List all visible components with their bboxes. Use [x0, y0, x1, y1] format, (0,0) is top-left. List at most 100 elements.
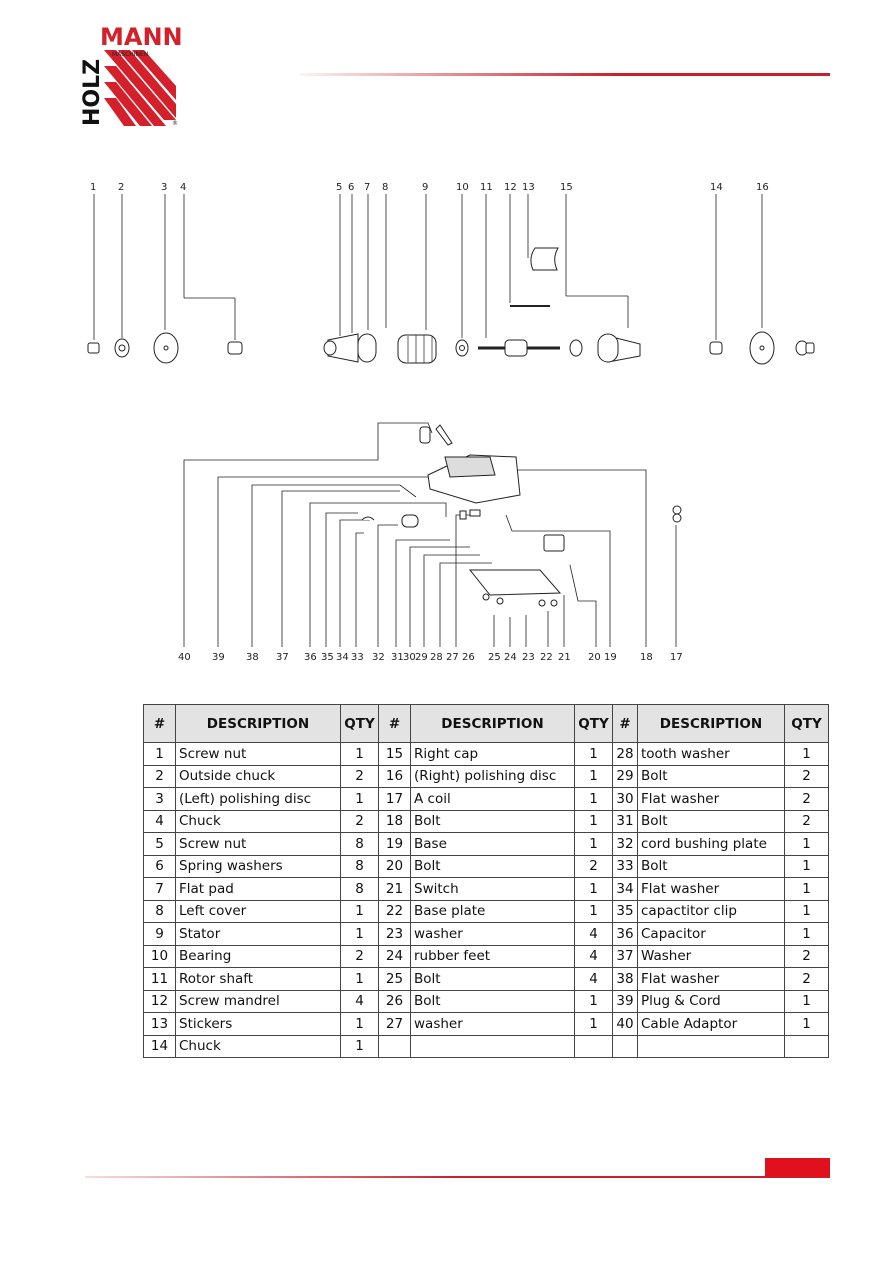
part-number: 7	[143, 877, 176, 901]
part-description: Flat washer	[637, 877, 785, 901]
bottom-diagram-callouts: 40 39 38 37 36 35 34 33 32 31 30 29 28 2…	[178, 652, 683, 663]
part-quantity: 1	[784, 854, 829, 878]
part-description: washer	[410, 1012, 575, 1036]
part-description: Flat washer	[637, 787, 785, 811]
callout-label: 20	[588, 652, 601, 663]
parts-list-table: # DESCRIPTION QTY # DESCRIPTION QTY # DE…	[143, 704, 829, 1058]
part-description: Washer	[637, 944, 785, 968]
callout-label: 7	[364, 182, 370, 193]
part-number: 40	[612, 1012, 638, 1036]
part-number: 38	[612, 967, 638, 991]
callout-label: 6	[348, 182, 354, 193]
part-number: 1	[143, 742, 176, 766]
part-quantity: 1	[574, 742, 613, 766]
callout-label: 11	[480, 182, 493, 193]
part-description: rubber feet	[410, 944, 575, 968]
footer-rule	[85, 1176, 830, 1178]
part-description: Screw mandrel	[175, 989, 341, 1013]
part-quantity: 1	[340, 922, 379, 946]
part-number: 27	[378, 1012, 411, 1036]
part-description: Outside chuck	[175, 764, 341, 788]
part-description: Rotor shaft	[175, 967, 341, 991]
part-quantity: 2	[784, 764, 829, 788]
part-description: Stator	[175, 922, 341, 946]
callout-label: 37	[276, 652, 289, 663]
part-number: 8	[143, 899, 176, 923]
part-quantity: 1	[574, 832, 613, 856]
part-quantity: 2	[784, 809, 829, 833]
part-quantity: 2	[340, 944, 379, 968]
callout-label: 2	[118, 182, 124, 193]
logo-mann-text: MANN	[100, 23, 182, 51]
callout-label: 40	[178, 652, 191, 663]
callout-label: 15	[560, 182, 573, 193]
exploded-diagram-motor: 1 2 3 4 5 6 7 8 9 10 11 12 13 15 14 16	[87, 182, 815, 365]
part-quantity: 8	[340, 832, 379, 856]
part-description: Base	[410, 832, 575, 856]
header-description: DESCRIPTION	[175, 704, 341, 743]
part-quantity: 8	[340, 877, 379, 901]
part-number: 3	[143, 787, 176, 811]
part-quantity: 2	[784, 967, 829, 991]
part-number: 15	[378, 742, 411, 766]
part-number: 19	[378, 832, 411, 856]
callout-label: 25	[488, 652, 501, 663]
part-description: Right cap	[410, 742, 575, 766]
part-number	[612, 1034, 638, 1058]
part-quantity: 2	[784, 787, 829, 811]
part-quantity: 2	[340, 809, 379, 833]
part-quantity: 4	[574, 967, 613, 991]
part-quantity: 4	[574, 944, 613, 968]
part-description: (Right) polishing disc	[410, 764, 575, 788]
part-number: 14	[143, 1034, 176, 1058]
part-description: Plug & Cord	[637, 989, 785, 1013]
callout-label: 35	[321, 652, 334, 663]
part-description: Bolt	[410, 967, 575, 991]
part-number: 5	[143, 832, 176, 856]
logo-registered-mark: ®	[172, 120, 178, 127]
part-description: Stickers	[175, 1012, 341, 1036]
part-number: 25	[378, 967, 411, 991]
part-description: Chuck	[175, 809, 341, 833]
part-number: 26	[378, 989, 411, 1013]
callout-label: 26	[462, 652, 475, 663]
part-description: A coil	[410, 787, 575, 811]
part-number: 36	[612, 922, 638, 946]
callout-label: 30	[403, 652, 416, 663]
part-number: 29	[612, 764, 638, 788]
part-number: 16	[378, 764, 411, 788]
part-quantity: 1	[340, 899, 379, 923]
callout-label: 3	[161, 182, 167, 193]
header-qty: QTY	[340, 704, 379, 743]
part-quantity: 1	[340, 967, 379, 991]
callout-label: 24	[504, 652, 517, 663]
part-number: 32	[612, 832, 638, 856]
part-description: (Left) polishing disc	[175, 787, 341, 811]
holzmann-logo: MANN MASCHINEN HOLZ ®	[78, 22, 183, 128]
part-number: 22	[378, 899, 411, 923]
callout-label: 14	[710, 182, 723, 193]
part-quantity: 4	[340, 989, 379, 1013]
callout-label: 5	[336, 182, 342, 193]
part-description: Cable Adaptor	[637, 1012, 785, 1036]
header-qty: QTY	[574, 704, 613, 743]
part-quantity: 1	[784, 1012, 829, 1036]
part-description: cord bushing plate	[637, 832, 785, 856]
callout-label: 34	[336, 652, 349, 663]
part-quantity: 2	[340, 764, 379, 788]
part-quantity	[574, 1034, 613, 1058]
callout-label: 22	[540, 652, 553, 663]
part-number: 13	[143, 1012, 176, 1036]
callout-label: 4	[180, 182, 186, 193]
callout-label: 8	[382, 182, 388, 193]
part-quantity: 1	[784, 832, 829, 856]
part-number: 18	[378, 809, 411, 833]
